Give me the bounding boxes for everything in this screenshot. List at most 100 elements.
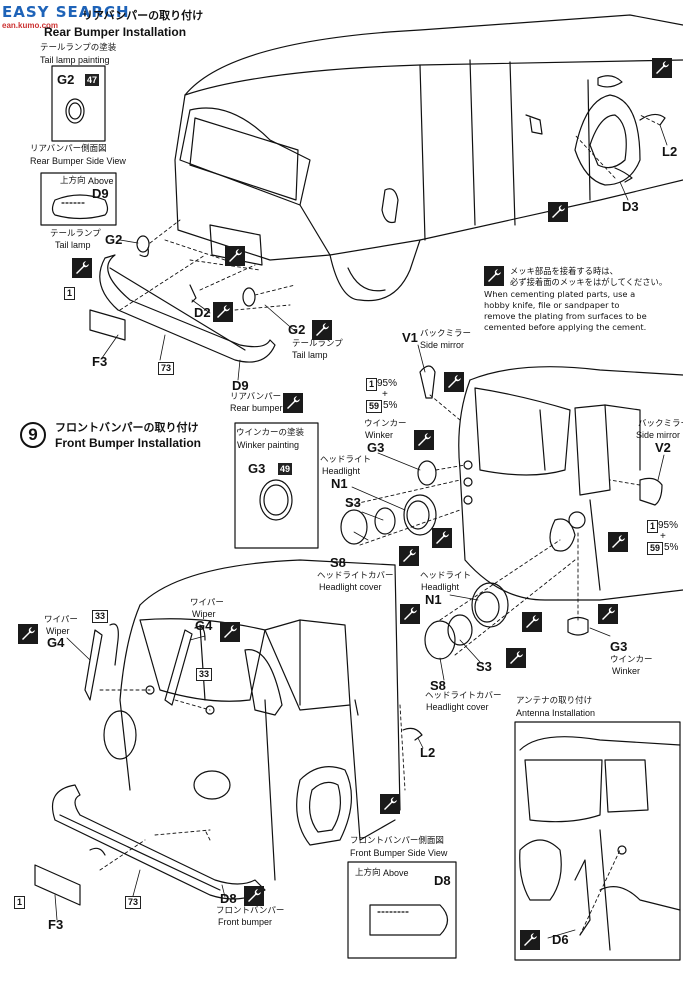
front-bumper-drawing — [34, 784, 266, 906]
wiper-jp-center: ワイパー — [190, 598, 224, 608]
cement-icon — [380, 794, 400, 814]
color-badge-49: 49 — [278, 463, 293, 475]
mix-pct: 5% — [664, 542, 679, 553]
front-bumper-side-view-box — [347, 861, 457, 959]
mix-pct: 5% — [383, 400, 398, 411]
l2-front-label: L2 — [420, 745, 436, 760]
cement-icon — [598, 604, 618, 624]
rear-sideview-en: Rear Bumper Side View — [30, 156, 126, 166]
cement-icon — [225, 246, 245, 266]
taillamp-jp-left: テールランプ — [50, 229, 101, 239]
rear-above-en: Above — [88, 176, 114, 186]
cement-icon — [608, 532, 628, 552]
v2-label: V2 — [655, 440, 671, 455]
cement-icon — [312, 320, 332, 340]
taillamp-en-left: Tail lamp — [55, 240, 91, 250]
n1-label: N1 — [331, 476, 348, 491]
front-above-en: Above — [383, 868, 409, 878]
g4-center-label: G4 — [195, 618, 213, 633]
cement-icon — [244, 886, 264, 906]
front-van-right-drawing — [419, 365, 683, 636]
cement-icon — [283, 393, 303, 413]
mix-pct: 95% — [658, 520, 679, 531]
plating-note-jp-2: 必ず接着面のメッキをはがしてください。 — [510, 277, 668, 287]
d9-label: D9 — [232, 378, 249, 393]
v1-jp: バックミラー — [420, 329, 472, 339]
s8-label: S8 — [330, 555, 346, 570]
g3-label: G3 — [367, 440, 385, 455]
v1-label: V1 — [402, 330, 418, 345]
hlcover-jp-2: ヘッドライトカバー — [425, 691, 502, 701]
front-bumper-en: Front bumper — [218, 917, 273, 927]
n1-label-2: N1 — [425, 592, 442, 607]
rear-bumper-jp: リアバンパー — [230, 392, 282, 402]
taillamp-en-right: Tail lamp — [292, 350, 328, 360]
plating-note-en-3: remove the plating from surfaces to be — [484, 311, 647, 321]
antenna-installation-box — [514, 721, 681, 961]
step-number: 9 — [20, 422, 46, 448]
winker-en-2: Winker — [612, 666, 641, 676]
color-box-73: 73 — [158, 362, 175, 375]
mix-plus: + — [660, 531, 666, 542]
mix-pct: 95% — [377, 378, 398, 389]
d3-label: D3 — [622, 199, 639, 214]
color-box-1: 1 — [64, 287, 76, 300]
plating-note-en-1: When cementing plated parts, use a — [484, 289, 636, 299]
g3-paint-part: G3 — [248, 461, 266, 476]
color-box-73: 73 — [125, 896, 142, 909]
rear-title-en: Rear Bumper Installation — [44, 25, 187, 39]
headlight-en-2: Headlight — [421, 582, 460, 592]
winker-en: Winker — [365, 430, 394, 440]
rear-detail-boxes — [40, 65, 117, 226]
front-sideview-jp: フロントバンパー側面図 — [350, 836, 444, 846]
rear-bumper-en: Rear bumper — [230, 403, 283, 413]
s3-label-2: S3 — [476, 659, 492, 674]
front-bumper-jp: フロントバンパー — [216, 906, 285, 916]
g2-right-label: G2 — [288, 322, 306, 337]
d8-side-label: D8 — [434, 873, 451, 888]
rear-above-jp: 上方向 — [60, 176, 86, 186]
color-box-1: 1 — [647, 520, 659, 533]
g4-left-label: G4 — [47, 635, 65, 650]
v2-en: Side mirror — [636, 430, 681, 440]
rear-van-drawing — [174, 14, 683, 302]
cement-icon — [400, 604, 420, 624]
cement-icon — [213, 302, 233, 322]
watermark-site: ean.kumo.com — [2, 21, 59, 30]
color-box-1: 1 — [14, 896, 26, 909]
cement-icon — [18, 624, 38, 644]
headlight-en: Headlight — [322, 466, 361, 476]
plating-note-jp-1: メッキ部品を接着する時は、 — [510, 266, 618, 276]
wiper-en-center: Wiper — [192, 609, 216, 619]
rear-title-jp: リアバンパーの取り付け — [82, 9, 204, 22]
plating-note-en-4: cemented before applying the cement. — [484, 322, 647, 332]
cement-icon — [220, 622, 240, 642]
taillamp-painting-en: Tail lamp painting — [40, 55, 110, 65]
headlight-jp: ヘッドライト — [320, 455, 372, 465]
taillamp-jp-right: テールランプ — [292, 339, 343, 349]
plating-note-en-2: hobby knife, file or sandpaper to — [484, 300, 620, 310]
winker-jp: ウインカー — [364, 419, 407, 429]
winker-painting-jp: ウインカーの塗装 — [236, 428, 305, 438]
hlcover-en-2: Headlight cover — [426, 702, 489, 712]
g2-paint-part: G2 — [57, 72, 75, 87]
cement-icon — [444, 372, 464, 392]
winker-jp-2: ウインカー — [610, 655, 653, 665]
headlight-jp-2: ヘッドライト — [420, 571, 472, 581]
cement-icon — [520, 930, 540, 950]
headlight-parts-drawing — [340, 460, 509, 660]
front-above-jp: 上方向 — [355, 868, 381, 878]
color-box-1: 1 — [366, 378, 378, 391]
d8-label: D8 — [220, 891, 237, 906]
cement-icon — [414, 430, 434, 450]
cement-icon — [506, 648, 526, 668]
watermark-brand: EASY SEARCH — [2, 3, 130, 21]
rear-bumper-drawing — [89, 235, 276, 363]
rear-sideview-jp: リアバンパー側面図 — [30, 144, 107, 154]
f3-front-label: F3 — [48, 917, 64, 932]
g3-label-2: G3 — [610, 639, 628, 654]
cement-icon — [548, 202, 568, 222]
hlcover-jp: ヘッドライトカバー — [317, 571, 394, 581]
cement-icon — [484, 266, 504, 286]
